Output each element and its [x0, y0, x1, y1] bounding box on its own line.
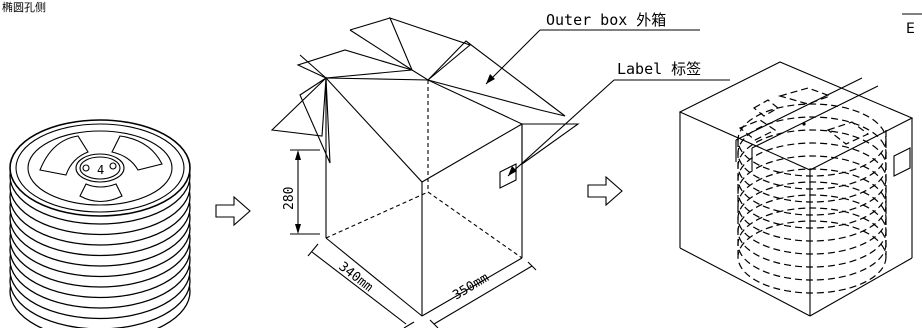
top-right-mark: E	[902, 13, 922, 37]
dimension-depth: 350mm	[429, 261, 537, 328]
packed-box-label	[893, 147, 911, 177]
open-outer-box: 280 340mm 350mm Outer box 外箱 La	[270, 11, 730, 328]
reel-hole-right	[109, 162, 117, 170]
dimension-width-label: 340mm	[336, 259, 376, 295]
hidden-reel-windows	[738, 87, 870, 145]
process-arrow-1	[215, 195, 251, 227]
box-body	[324, 77, 524, 317]
reel-window-left	[39, 135, 89, 176]
callout-label: Label 标签	[507, 60, 730, 177]
top-right-letter: E	[906, 21, 915, 37]
dimension-height: 280	[282, 149, 320, 235]
reel-window-bottom	[79, 183, 123, 203]
reel-top: 4	[9, 119, 191, 217]
label-callout-text: Label 标签	[617, 60, 701, 78]
reel-hub	[75, 153, 125, 183]
dimension-height-label: 280	[282, 187, 297, 210]
hidden-reels	[737, 103, 887, 294]
hidden-reel-outline	[737, 220, 887, 294]
callout-outer-box: Outer box 外箱	[485, 11, 700, 85]
reel-window-right	[111, 135, 163, 171]
reel-stack: 4	[9, 119, 191, 328]
box-flaps	[270, 17, 580, 166]
dimension-width: 340mm	[307, 243, 415, 328]
oval-hole-side-note: 椭圆孔侧	[2, 0, 46, 14]
packed-box	[678, 61, 914, 317]
box-label-patch	[499, 163, 517, 189]
dimension-depth-label: 350mm	[450, 270, 491, 303]
reel-hole-left	[82, 164, 90, 172]
reel-marking: 4	[97, 163, 104, 177]
hidden-reel-outline	[737, 168, 887, 242]
outer-box-label: Outer box 外箱	[546, 11, 666, 29]
process-arrow-2	[587, 175, 623, 207]
